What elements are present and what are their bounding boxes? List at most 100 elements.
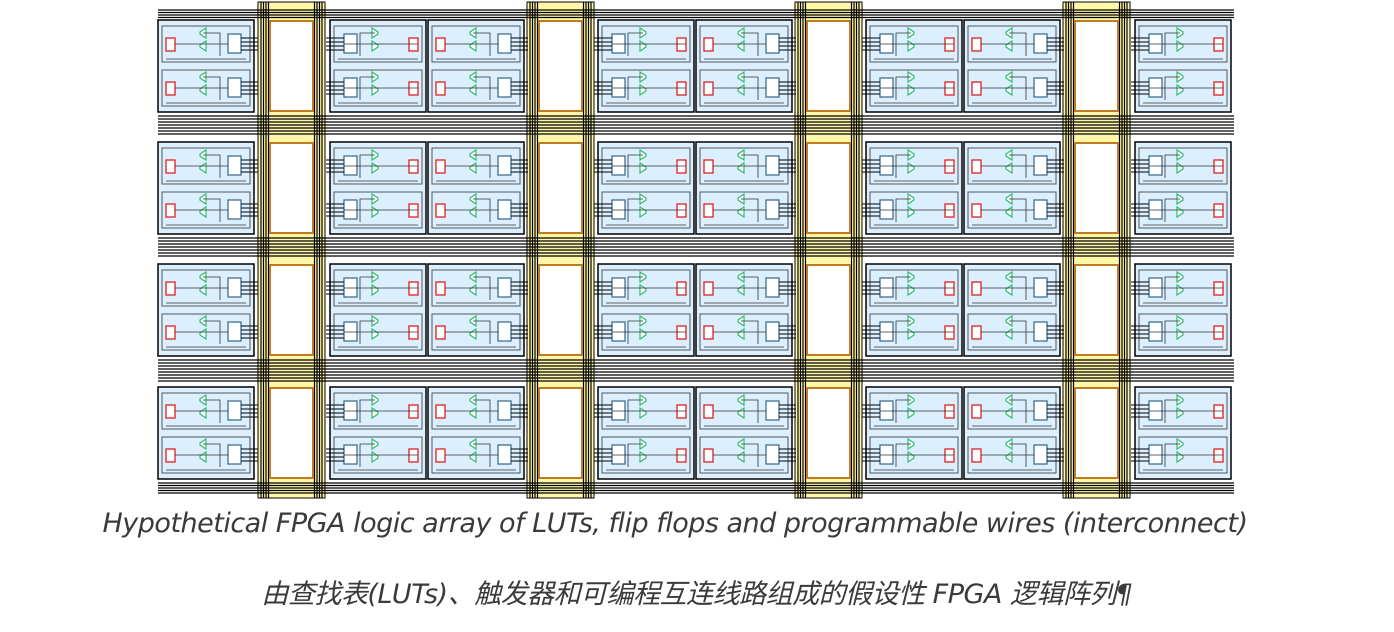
internal-wire [1164, 399, 1180, 423]
flip-flop [408, 325, 419, 340]
logic-cell-outline [1138, 313, 1228, 351]
flip-flop [435, 281, 446, 296]
flip-flop [944, 325, 955, 340]
internal-wire [895, 399, 911, 423]
logic-block [963, 19, 1064, 113]
multiplexer [1005, 83, 1013, 97]
flip-flop [435, 404, 446, 419]
internal-wire [895, 32, 911, 56]
internal-wire [627, 320, 643, 344]
logic-cell-outline [699, 313, 789, 351]
logic-cell-outline [431, 436, 521, 474]
logic-block [427, 386, 528, 480]
multiplexer [199, 327, 207, 341]
lut [611, 199, 626, 220]
lut [227, 33, 242, 54]
lut [879, 277, 894, 298]
switch-matrix [1074, 20, 1119, 112]
lut [1148, 199, 1163, 220]
multiplexer [469, 83, 477, 97]
logic-cell-outline [431, 313, 521, 351]
internal-wire [473, 320, 491, 344]
internal-wire [203, 198, 221, 222]
internal-wire [741, 320, 759, 344]
multiplexer [737, 39, 745, 53]
internal-wire [741, 443, 759, 467]
internal-wire [203, 154, 221, 178]
logic-cell-outline [869, 269, 959, 307]
multiplexer [469, 161, 477, 175]
switch-box [806, 264, 851, 356]
switch-matrix [806, 387, 851, 479]
multiplexer [469, 205, 477, 219]
logic-cell-outline [161, 191, 251, 229]
lut [343, 321, 358, 342]
logic-block [157, 19, 258, 113]
lut [765, 33, 780, 54]
lut [765, 199, 780, 220]
logic-block [594, 19, 695, 113]
lut [497, 155, 512, 176]
logic-cell-outline [431, 69, 521, 107]
internal-wire [359, 399, 375, 423]
flip-flop [165, 159, 176, 174]
internal-wire [741, 32, 759, 56]
flip-flop [408, 37, 419, 52]
logic-block [157, 386, 258, 480]
lut [1033, 77, 1048, 98]
logic-block [862, 141, 963, 235]
internal-wire [203, 443, 221, 467]
lut [765, 277, 780, 298]
internal-wire [1164, 198, 1180, 222]
multiplexer [199, 205, 207, 219]
internal-wire [627, 276, 643, 300]
logic-cell-outline [1138, 436, 1228, 474]
flip-flop [435, 203, 446, 218]
internal-wire [1009, 198, 1027, 222]
logic-cell-outline [699, 69, 789, 107]
logic-block [427, 19, 528, 113]
internal-wire [741, 276, 759, 300]
flip-flop [408, 203, 419, 218]
logic-block [963, 263, 1064, 357]
internal-wire [473, 399, 491, 423]
lut [343, 277, 358, 298]
internal-wire [473, 276, 491, 300]
logic-cell-outline [601, 269, 691, 307]
lut [765, 444, 780, 465]
switch-matrix [806, 264, 851, 356]
lut [765, 400, 780, 421]
multiplexer [1005, 450, 1013, 464]
flip-flop [971, 448, 982, 463]
logic-cell-outline [161, 69, 251, 107]
logic-cell-outline [869, 69, 959, 107]
internal-wire [895, 198, 911, 222]
logic-cell-outline [869, 436, 959, 474]
logic-cell-outline [967, 269, 1057, 307]
lut [1148, 400, 1163, 421]
logic-block [1131, 386, 1232, 480]
logic-block [326, 19, 427, 113]
internal-wire [895, 76, 911, 100]
logic-cell-outline [869, 392, 959, 430]
multiplexer [737, 205, 745, 219]
switch-box [269, 20, 314, 112]
multiplexer [1005, 205, 1013, 219]
flip-flop [676, 37, 687, 52]
logic-cell-outline [333, 436, 423, 474]
lut [879, 321, 894, 342]
lut [879, 444, 894, 465]
switch-matrix [538, 387, 583, 479]
logic-cell-outline [967, 147, 1057, 185]
internal-wire [1009, 32, 1027, 56]
flip-flop [165, 281, 176, 296]
lut [1148, 77, 1163, 98]
switch-box [1074, 20, 1119, 112]
switch-box [806, 20, 851, 112]
multiplexer [469, 39, 477, 53]
multiplexer [737, 283, 745, 297]
switch-matrix [1074, 387, 1119, 479]
switch-matrix [538, 20, 583, 112]
flip-flop [971, 159, 982, 174]
switch-matrix [269, 142, 314, 234]
